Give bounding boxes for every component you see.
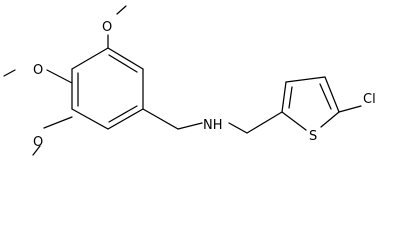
- ring-double-bond: [108, 105, 138, 123]
- ring-bond: [285, 76, 326, 83]
- atom-label-cl: Cl: [363, 92, 376, 107]
- bond-o-mid-ring: [46, 69, 73, 84]
- ring-bond: [107, 47, 144, 70]
- atom-label-s: S: [309, 129, 317, 144]
- bond-nh-ch2: [228, 122, 248, 134]
- ring-double-bond: [319, 83, 332, 110]
- ring-double-bond: [288, 86, 293, 109]
- bond-ch2-nh: [177, 122, 203, 130]
- bond-ch2-thio: [246, 111, 283, 134]
- atom-label-o-top: O: [102, 20, 112, 35]
- ring-bond: [71, 47, 109, 70]
- methoxy-oxygen-bonds: [43, 34, 109, 129]
- methoxy-methyl-bonds: [3, 5, 127, 156]
- atom-label-nh: NH: [203, 118, 223, 133]
- bond-c-cl: [338, 105, 362, 113]
- atom-label-o-bot: O: [33, 135, 43, 150]
- bond-o-bot-ring: [43, 116, 73, 129]
- benzene-ring: [71, 47, 144, 130]
- atom-label-o-mid: O: [33, 63, 43, 78]
- bond-ring-ch2: [142, 108, 179, 130]
- ring-double-bond: [108, 54, 138, 73]
- ring-bond: [324, 76, 340, 113]
- linker-bonds: [142, 108, 283, 134]
- ring-bond: [320, 111, 340, 128]
- ring-bond: [71, 108, 109, 130]
- bond-methyl-bot: [32, 145, 41, 156]
- ring-bond: [107, 108, 144, 130]
- chemical-structure-diagram: O O O NH S Cl: [3, 5, 376, 156]
- ring-bond: [281, 111, 307, 131]
- thiophene-ring: [281, 76, 340, 131]
- bond-methyl-mid: [3, 69, 16, 77]
- ring-bond: [281, 81, 287, 113]
- bond-methyl-top: [116, 5, 127, 15]
